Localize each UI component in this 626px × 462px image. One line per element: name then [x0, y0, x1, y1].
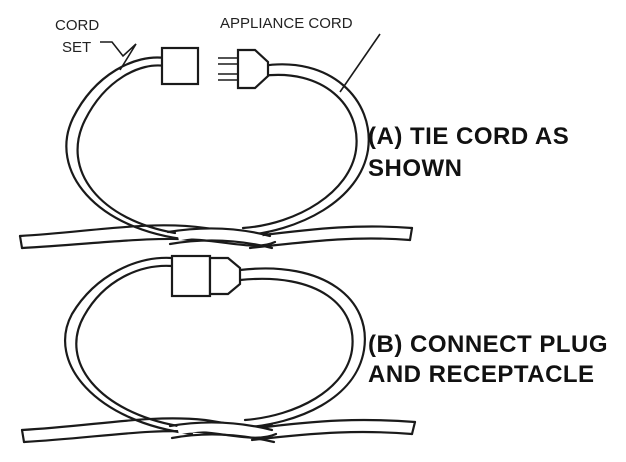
appliance-cord-label: APPLIANCE CORD: [220, 15, 353, 32]
appliance-plug: [236, 48, 270, 90]
step-b-title-line1: (B) CONNECT PLUG: [368, 331, 608, 358]
connected-receptacle: [170, 254, 212, 298]
step-a-title-line2: SHOWN: [368, 155, 463, 182]
appliance-cord: [236, 63, 370, 238]
cord-set-label-line2: SET: [62, 39, 91, 56]
panel-a-tie-cord: CORD SET APPLIANCE CORD (A) TIE CORD AS …: [18, 15, 569, 250]
connected-plug: [208, 256, 242, 296]
cord-set-receptacle: [160, 46, 200, 86]
step-b-title-line2: AND RECEPTACLE: [368, 361, 595, 388]
plug-prongs-icon: [218, 57, 238, 81]
cord-set-label-line1: CORD: [55, 17, 99, 34]
step-a-title-line1: (A) TIE CORD AS: [368, 123, 569, 150]
panel-b-connect-plug: (B) CONNECT PLUG AND RECEPTACLE: [20, 254, 608, 444]
appliance-cord-leader: [339, 33, 381, 93]
cord-set-leader: [100, 41, 137, 71]
